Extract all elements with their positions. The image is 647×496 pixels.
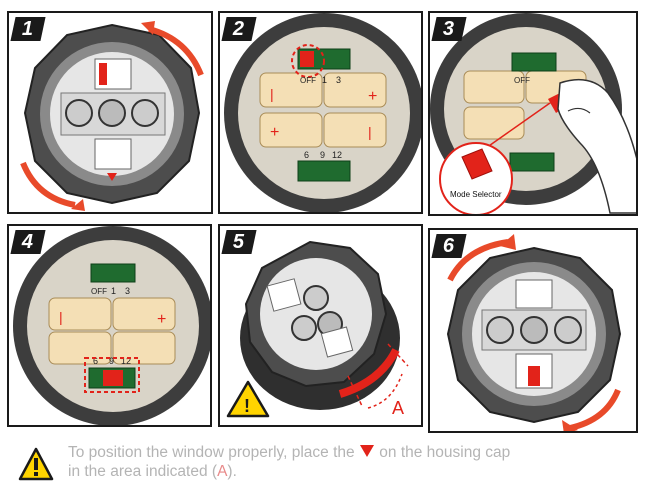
step-5-illustration: A ! (220, 226, 423, 427)
switch-label-off: OFF (514, 76, 530, 85)
caption-area-letter: A (217, 463, 227, 480)
step-number-badge: 3 (431, 17, 466, 41)
battery-left-lower (464, 107, 524, 139)
switch-label-1: 1 (111, 286, 116, 296)
step-panel-3: 3 OFF Mode Selector (428, 11, 638, 216)
instruction-caption: To position the window properly, place t… (68, 443, 628, 481)
step-panel-1: 1 (7, 11, 213, 214)
step-3-illustration: OFF Mode Selector (430, 13, 638, 216)
polarity-plus: + (368, 88, 377, 105)
polarity-minus: | (59, 309, 63, 325)
step-4-illustration: OFF 1 3 | + 6 9 12 (9, 226, 212, 427)
switch-label-1: 1 (322, 75, 327, 85)
switch-label-3: 3 (336, 75, 341, 85)
step-panel-2: 2 | + + | OFF 1 3 6 9 12 (218, 11, 423, 214)
caption-line-2: in the area indicated (A). (68, 462, 628, 481)
step-number-badge: 1 (10, 17, 45, 41)
top-switch-block (91, 264, 135, 282)
bottom-switch-block (510, 153, 554, 171)
caption-line-1: To position the window properly, place t… (68, 443, 628, 462)
step-1-illustration (9, 13, 213, 214)
switch-label-6: 6 (304, 150, 309, 160)
mode-selector-red (300, 51, 314, 67)
switch-label-9: 9 (320, 150, 325, 160)
red-triangle-marker-icon (359, 444, 375, 458)
polarity-plus: + (157, 311, 166, 328)
step-2-illustration: | + + | OFF 1 3 6 9 12 (220, 13, 423, 214)
step-number-badge: 5 (221, 230, 256, 254)
caption-text: ). (227, 463, 236, 480)
mode-selector-red (528, 366, 540, 386)
coin-cell-left (66, 100, 92, 126)
mode-selector-red (103, 370, 123, 386)
switch-label-3: 3 (125, 286, 130, 296)
step-panel-4: 4 OFF 1 3 | + 6 9 12 (7, 224, 212, 427)
polarity-minus: | (270, 86, 274, 102)
caption-text: To position the window properly, place t… (68, 444, 355, 461)
area-letter: A (392, 398, 404, 418)
coin-cell-right (132, 100, 158, 126)
switch-label-off: OFF (300, 76, 316, 85)
switch-label-12: 12 (332, 150, 342, 160)
battery-left-lower (49, 332, 111, 364)
caption-text: on the housing cap (379, 444, 510, 461)
mode-selector-red (99, 63, 107, 85)
coin-cell (304, 286, 328, 310)
switch-label-off: OFF (91, 287, 107, 296)
step-panel-6: 6 (428, 228, 638, 433)
caption-text: in the area indicated ( (68, 463, 217, 480)
battery-right-lower (324, 113, 386, 147)
coin-cell-middle (99, 100, 125, 126)
bottom-switch-block (298, 161, 350, 181)
polarity-minus: | (368, 124, 372, 140)
housing-window (260, 258, 372, 370)
callout-label: Mode Selector (450, 190, 502, 199)
step-number-badge: 2 (221, 17, 256, 41)
bottom-switch-block (95, 139, 131, 169)
warning-icon (18, 447, 54, 481)
polarity-plus: + (270, 124, 279, 141)
coin-cell-middle (521, 317, 547, 343)
warning-icon-mark: ! (244, 396, 250, 416)
top-switch-block (516, 280, 552, 308)
step-number-badge: 4 (10, 230, 45, 254)
step-number-badge: 6 (431, 234, 466, 258)
step-panel-5: 5 A ! (218, 224, 423, 427)
coin-cell-right (555, 317, 581, 343)
top-switch-block (512, 53, 556, 71)
coin-cell (292, 316, 316, 340)
coin-cell-left (487, 317, 513, 343)
step-6-illustration (430, 230, 638, 433)
